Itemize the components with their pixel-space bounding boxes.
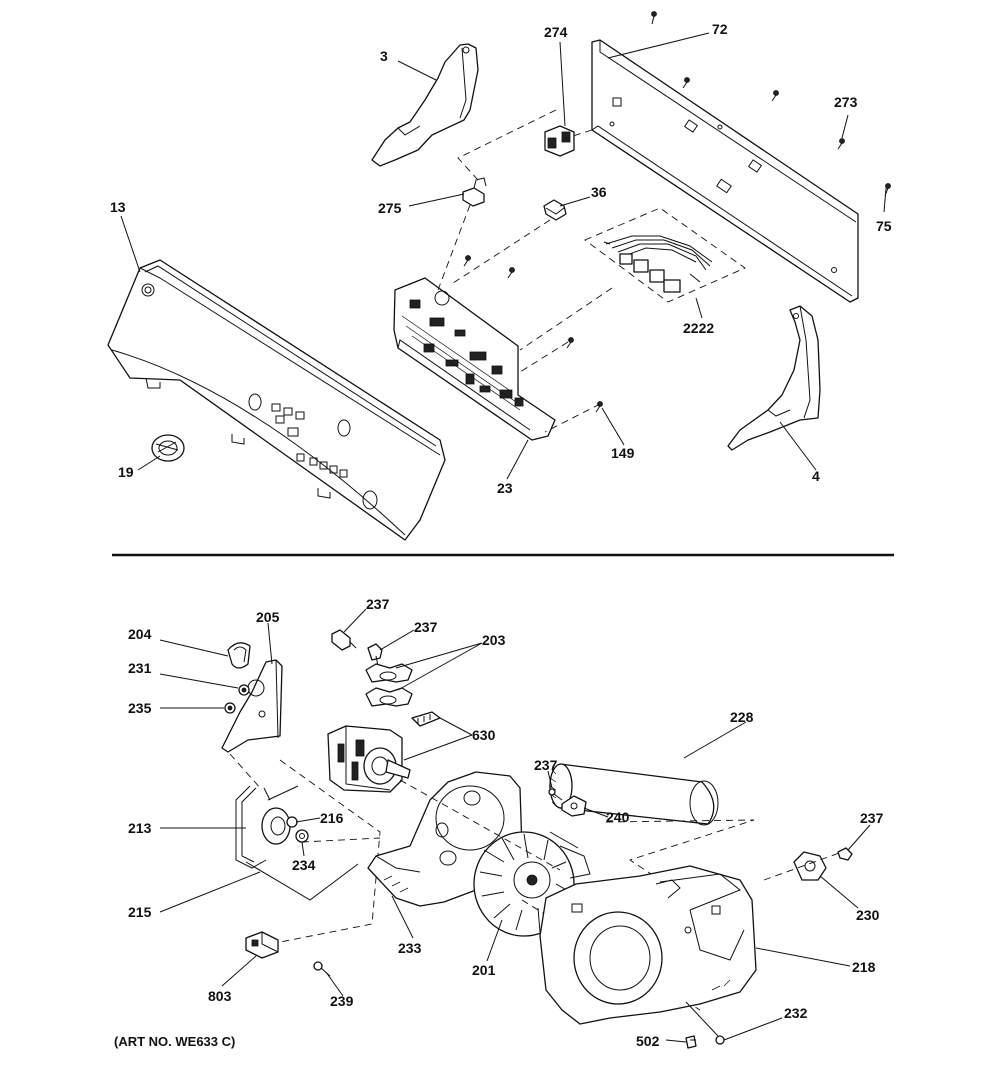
- label-3: 3: [380, 48, 388, 64]
- wire-harness-part: [584, 207, 746, 303]
- screw-239-part: [313, 961, 331, 977]
- insert-36-part: [543, 199, 567, 221]
- end-cap-left-part: [371, 43, 479, 167]
- idler-pulley-part: [261, 785, 309, 845]
- label-205: 205: [256, 609, 280, 625]
- assembly-lines-upper: [437, 109, 613, 433]
- connector-part: [411, 711, 441, 727]
- label-803: 803: [208, 988, 232, 1004]
- label-273: 273: [834, 94, 858, 110]
- label-237-duct: 237: [534, 757, 558, 773]
- label-228: 228: [730, 709, 754, 725]
- label-234: 234: [292, 857, 316, 873]
- clip-240-part: [548, 788, 587, 817]
- label-237-top: 237: [366, 596, 390, 612]
- rod-part: [245, 861, 359, 901]
- screw-group-top: [651, 11, 891, 197]
- end-cap-right-part: [727, 305, 821, 451]
- screw-232-502: [685, 1001, 725, 1049]
- label-36: 36: [591, 184, 607, 200]
- clamp-part: [365, 663, 413, 707]
- label-19: 19: [118, 464, 134, 480]
- control-board-part: [393, 277, 556, 441]
- label-233: 233: [398, 940, 422, 956]
- label-231: 231: [128, 660, 152, 676]
- label-216: 216: [320, 810, 344, 826]
- label-237-second: 237: [414, 619, 438, 635]
- switch-803-part: [245, 931, 279, 959]
- label-630: 630: [472, 727, 496, 743]
- label-275: 275: [378, 200, 402, 216]
- label-2222: 2222: [683, 320, 714, 336]
- blower-housing-front-part: [539, 865, 757, 1025]
- backsplash-plate-part: [591, 39, 859, 303]
- label-75: 75: [876, 218, 892, 234]
- duct-tube-part: [549, 763, 719, 826]
- switch-part: [544, 125, 575, 157]
- label-4: 4: [812, 468, 820, 484]
- screw-237-top: [331, 629, 383, 667]
- label-239: 239: [330, 993, 354, 1009]
- bracket-small-part: [462, 177, 487, 207]
- label-240: 240: [606, 809, 630, 825]
- screw-231-235: [224, 684, 250, 714]
- control-panel-part: [107, 259, 446, 541]
- knob-part: [151, 434, 185, 462]
- label-149: 149: [611, 445, 635, 461]
- drive-motor-part: [327, 725, 411, 793]
- label-201: 201: [472, 962, 496, 978]
- label-237-right: 237: [860, 810, 884, 826]
- label-203: 203: [482, 632, 506, 648]
- label-502: 502: [636, 1033, 660, 1049]
- label-213: 213: [128, 820, 152, 836]
- part-labels: 3 274 72 273 75 275 36 13 2222 149 19 23…: [110, 21, 892, 1049]
- label-215: 215: [128, 904, 152, 920]
- label-13: 13: [110, 199, 126, 215]
- label-274: 274: [544, 24, 568, 40]
- thermostat-part: [793, 847, 853, 881]
- motor-bracket-part: [221, 659, 283, 753]
- label-230: 230: [856, 907, 880, 923]
- assembly-lines-lower-left: [229, 753, 381, 945]
- label-72: 72: [712, 21, 728, 37]
- clip-part: [227, 642, 251, 669]
- label-23: 23: [497, 480, 513, 496]
- art-number: (ART NO. WE633 C): [114, 1034, 235, 1049]
- label-204: 204: [128, 626, 152, 642]
- leader-lines: [120, 32, 887, 1043]
- label-218: 218: [852, 959, 876, 975]
- label-232: 232: [784, 1005, 808, 1021]
- label-235: 235: [128, 700, 152, 716]
- belt-part: [235, 785, 271, 869]
